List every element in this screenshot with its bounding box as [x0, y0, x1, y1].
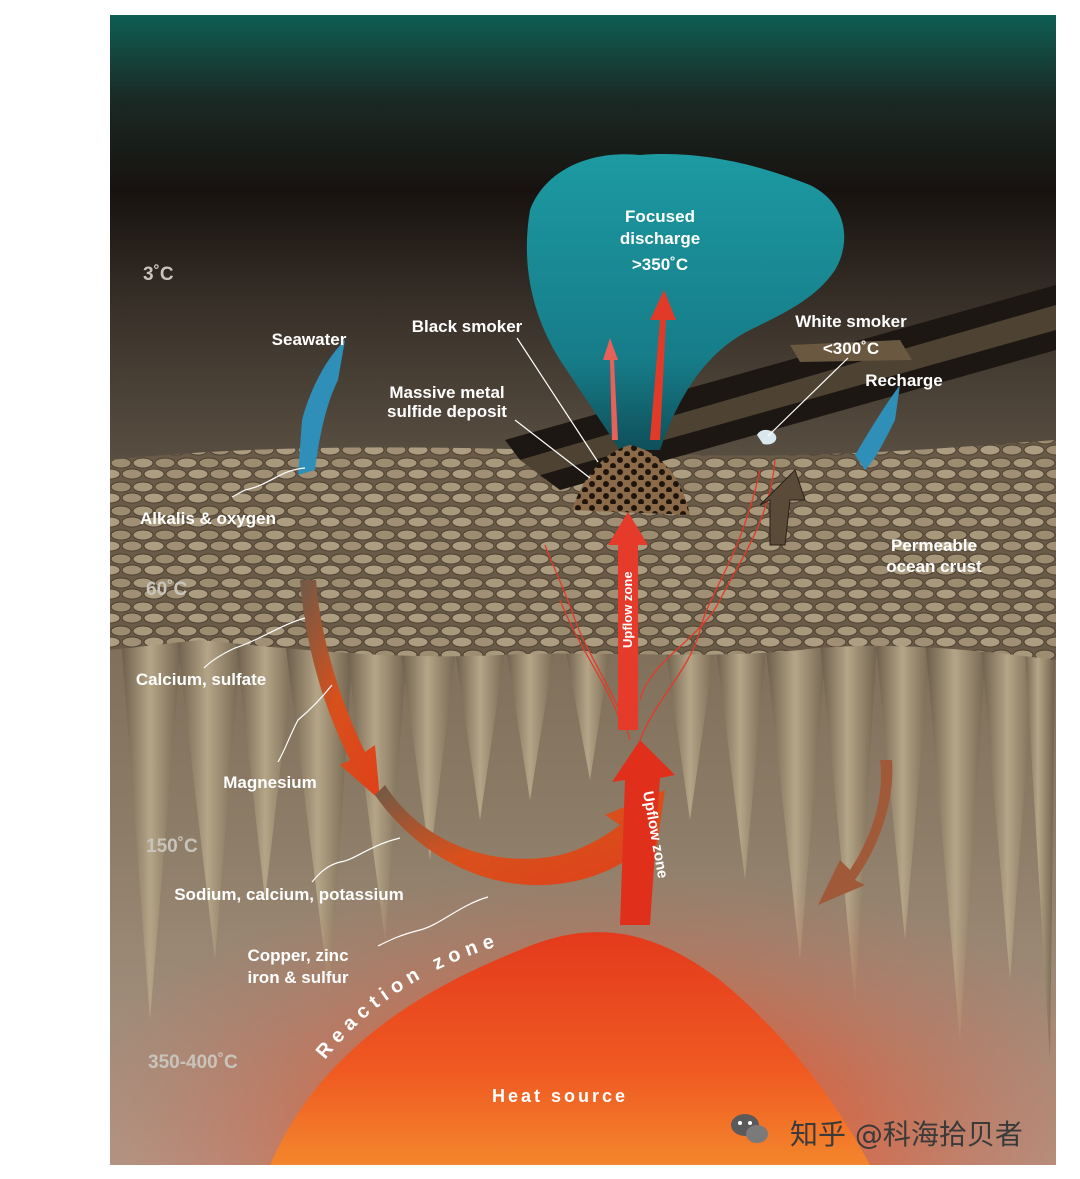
focused-discharge-plume [526, 154, 845, 450]
recharge-top-arrow [790, 340, 912, 362]
seawater-label: Seawater [272, 330, 347, 349]
temp-3c: 3˚C [143, 264, 174, 285]
white-smoker-recharge-arrow [759, 469, 806, 546]
upflow-zone-upper-label: Upflow zone [620, 571, 635, 648]
calcium-sulfate-label: Calcium, sulfate [136, 670, 266, 689]
sulfide-deposit-mound [572, 445, 690, 515]
permeable-crust-layer [110, 440, 1056, 660]
black-smoker-label: Black smoker [412, 317, 523, 336]
white-smoker-chimney-dot [757, 429, 777, 445]
temp-350-400c: 350-400˚C [148, 1052, 238, 1073]
seawater-inflow-arrow [298, 340, 345, 475]
sodium-calcium-potassium-label: Sodium, calcium, potassium [174, 885, 404, 904]
massive-sulfide-label-2: sulfide deposit [387, 402, 507, 421]
discharge-arrows [603, 290, 676, 440]
pointer-lines [203, 337, 849, 947]
wechat-icon [731, 1114, 768, 1143]
downflow-arrow-left [300, 580, 380, 800]
copper-zinc-label-2: iron & sulfur [247, 968, 348, 987]
reaction-zone-arrow [375, 785, 665, 886]
focused-discharge-temp: >350˚C [632, 255, 688, 274]
alkalis-oxygen-label: Alkalis & oxygen [140, 509, 276, 528]
recharge-label: Recharge [865, 371, 942, 390]
white-smoker-temp: <300˚C [823, 339, 879, 358]
white-smoker-label: White smoker [795, 312, 907, 331]
focused-discharge-label-1: Focused [625, 207, 695, 226]
downflow-arrow-right [818, 760, 893, 905]
magnesium-label: Magnesium [223, 773, 317, 792]
watermark-text: 知乎 @科海拾贝者 [790, 1118, 1023, 1151]
watermark: 知乎 @科海拾贝者 [731, 1114, 1023, 1151]
upflow-arrow-upper [608, 512, 648, 730]
heat-source-mound [270, 932, 870, 1165]
copper-zinc-label-1: Copper, zinc [247, 946, 348, 965]
upflow-veins [544, 459, 776, 741]
focused-discharge-label-2: discharge [620, 229, 700, 248]
permeable-crust-label-1: Permeable [891, 536, 977, 555]
massive-sulfide-label-1: Massive metal [389, 383, 504, 402]
temp-150c: 150˚C [146, 836, 198, 857]
recharge-inflow-arrow [855, 385, 900, 470]
heat-source-label: Heat source [492, 1086, 628, 1106]
temp-60c: 60˚C [146, 579, 187, 600]
upflow-arrow-lower [612, 740, 675, 925]
permeable-crust-label-2: ocean crust [886, 557, 982, 576]
